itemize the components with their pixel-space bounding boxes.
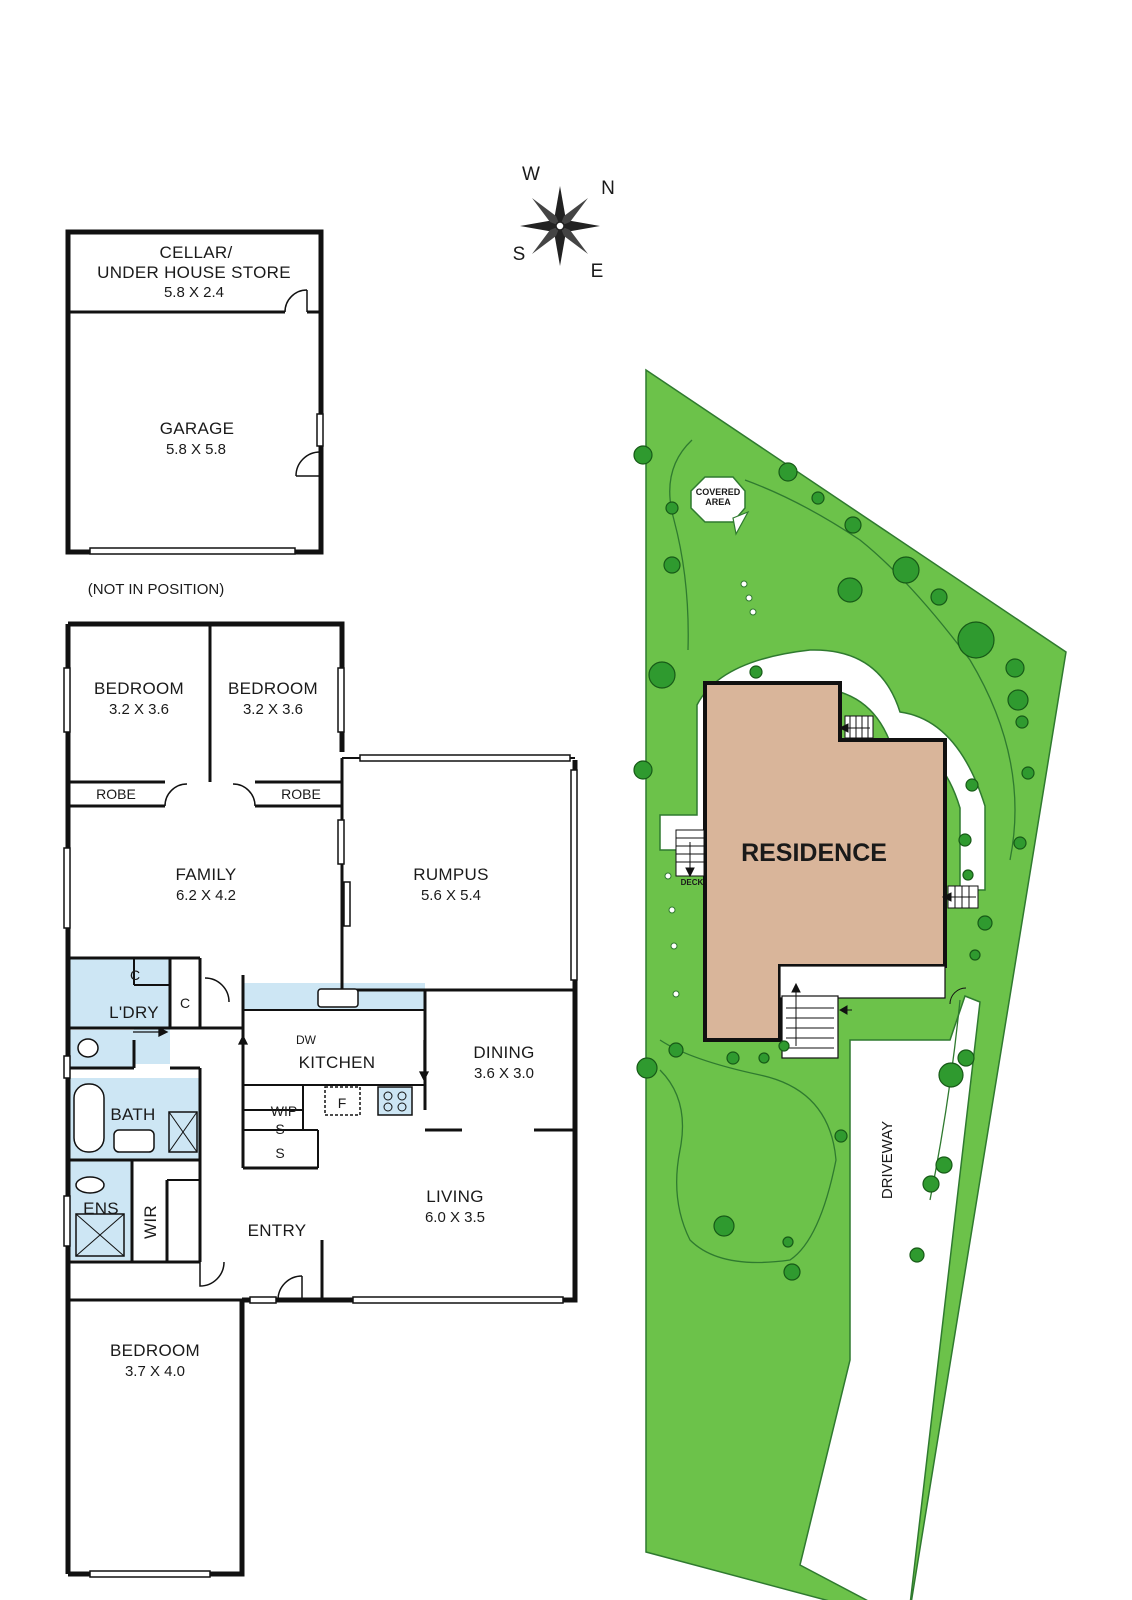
compass-s: S bbox=[513, 244, 526, 265]
compass-w: W bbox=[522, 164, 540, 185]
bedroom-2-label: BEDROOM bbox=[228, 679, 318, 698]
family-label: FAMILY bbox=[175, 865, 236, 884]
living-label: LIVING bbox=[426, 1187, 484, 1206]
fridge-label: F bbox=[338, 1095, 347, 1111]
wir-label: WIR bbox=[141, 1205, 160, 1239]
shelf-2-label: S bbox=[275, 1145, 284, 1161]
residence-label: RESIDENCE bbox=[741, 839, 887, 867]
laundry-label: L'DRY bbox=[109, 1003, 159, 1022]
covered-area-label-2: AREA bbox=[705, 497, 731, 507]
kitchen-arrows bbox=[133, 1026, 430, 1082]
driveway-label: DRIVEWAY bbox=[879, 1121, 896, 1199]
cellar-dims: 5.8 X 2.4 bbox=[164, 284, 224, 301]
compass-rose: W N S E bbox=[513, 164, 615, 282]
wip-label: WIP bbox=[271, 1103, 297, 1119]
covered-area-label: COVERED bbox=[696, 487, 741, 497]
bedroom-3-label: BEDROOM bbox=[110, 1341, 200, 1360]
bath-label: BATH bbox=[110, 1105, 155, 1124]
compass-n: N bbox=[601, 178, 615, 199]
dishwasher-label: DW bbox=[296, 1033, 317, 1047]
cellar-label: CELLAR/ bbox=[160, 243, 233, 262]
garage-label: GARAGE bbox=[160, 419, 235, 438]
not-in-position-note: (NOT IN POSITION) bbox=[88, 581, 224, 598]
living-dims: 6.0 X 3.5 bbox=[425, 1209, 485, 1226]
ensuite-label: ENS bbox=[83, 1199, 119, 1218]
garage-dims: 5.8 X 5.8 bbox=[166, 441, 226, 458]
bedroom-2-dims: 3.2 X 3.6 bbox=[243, 701, 303, 718]
cupboard-2-label: C bbox=[180, 995, 190, 1011]
family-dims: 6.2 X 4.2 bbox=[176, 887, 236, 904]
rumpus-dims: 5.6 X 5.4 bbox=[421, 887, 481, 904]
cellar-label-2: UNDER HOUSE STORE bbox=[97, 263, 291, 282]
dining-label: DINING bbox=[473, 1043, 534, 1062]
outbuilding bbox=[65, 229, 324, 555]
site-plan: COVERED AREA RESIDENCE bbox=[633, 368, 1067, 1600]
house-walls bbox=[63, 621, 578, 1578]
dining-dims: 3.6 X 3.0 bbox=[474, 1065, 534, 1082]
entry-label: ENTRY bbox=[248, 1221, 307, 1240]
bedroom-3-dims: 3.7 X 4.0 bbox=[125, 1363, 185, 1380]
bedroom-1-label: BEDROOM bbox=[94, 679, 184, 698]
cupboard-1-label: C bbox=[130, 967, 140, 983]
shelf-1-label: S bbox=[275, 1121, 284, 1137]
kitchen-label: KITCHEN bbox=[299, 1053, 376, 1072]
compass-e: E bbox=[591, 261, 604, 282]
rumpus-label: RUMPUS bbox=[413, 865, 488, 884]
robe-2-label: ROBE bbox=[281, 786, 321, 802]
house-labels: BEDROOM 3.2 X 3.6 BEDROOM 3.2 X 3.6 ROBE… bbox=[83, 679, 534, 1380]
deck-label: DECK bbox=[681, 878, 704, 887]
bedroom-1-dims: 3.2 X 3.6 bbox=[109, 701, 169, 718]
robe-1-label: ROBE bbox=[96, 786, 136, 802]
